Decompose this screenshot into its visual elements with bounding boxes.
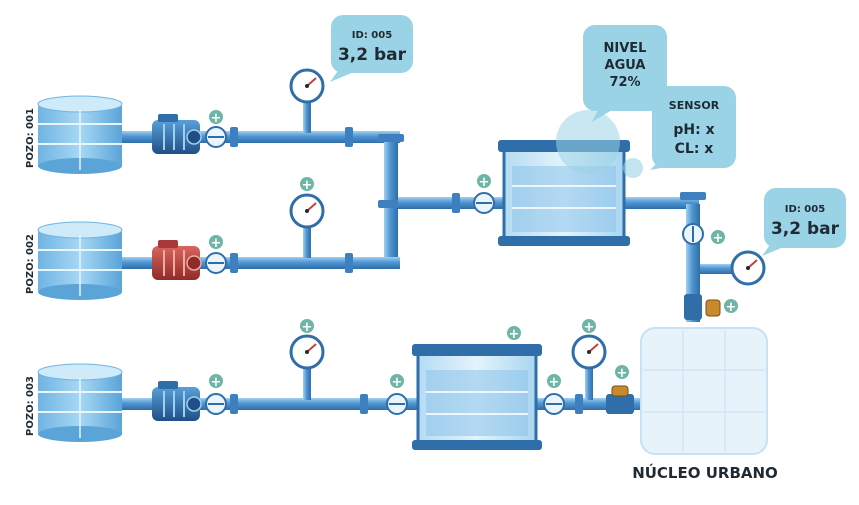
well-001[interactable] <box>37 95 123 174</box>
well-003[interactable] <box>37 363 123 442</box>
plus-icon: + <box>302 178 313 193</box>
pipe-gauge-branch <box>700 264 734 274</box>
pressure-gauge-tank2-out[interactable] <box>571 334 607 370</box>
level-line3: 72% <box>609 75 640 90</box>
plus-icon: + <box>479 175 490 190</box>
add-marker[interactable]: + <box>209 374 223 390</box>
pipe-riser <box>384 136 398 258</box>
valve-row3[interactable] <box>205 393 227 415</box>
pressure-bubble-top[interactable]: ID: 005 3,2 bar <box>330 15 413 82</box>
pump-well-001[interactable] <box>152 114 202 154</box>
pipe-joint <box>360 394 368 414</box>
level-line1: NIVEL <box>604 41 647 56</box>
valve-tank2-in[interactable] <box>386 393 408 415</box>
pressure-bubble-right[interactable]: ID: 005 3,2 bar <box>762 188 846 256</box>
flow-meter[interactable] <box>606 385 634 414</box>
gauge-stem <box>303 103 311 133</box>
plus-icon: + <box>211 236 222 251</box>
add-marker[interactable]: + <box>390 374 404 390</box>
pressure-gauge-right[interactable] <box>730 250 766 286</box>
pipe-joint <box>680 192 706 200</box>
plus-icon: + <box>509 327 520 342</box>
gauge-stem <box>585 368 593 400</box>
water-level-bubble[interactable]: NIVEL AGUA 72% <box>556 25 667 174</box>
add-marker[interactable]: + <box>724 299 738 315</box>
add-marker[interactable]: + <box>547 374 561 390</box>
plus-icon: + <box>302 320 313 335</box>
pipe-joint <box>452 193 460 213</box>
add-marker[interactable]: + <box>300 319 314 335</box>
pipe-joint <box>345 253 353 273</box>
pipe-joint <box>230 394 238 414</box>
plus-icon: + <box>617 366 628 381</box>
plus-icon: + <box>726 300 737 315</box>
pump-well-003[interactable] <box>152 381 202 421</box>
valve-row2[interactable] <box>205 252 227 274</box>
sensor-bubble[interactable]: SENSOR pH: x CL: x <box>623 86 736 178</box>
add-marker[interactable]: + <box>209 235 223 251</box>
add-marker[interactable]: + <box>711 230 725 246</box>
plus-icon: + <box>211 111 222 126</box>
well-label-002: POZO: 002 <box>25 234 36 294</box>
plus-icon: + <box>211 375 222 390</box>
well-label-001: POZO: 001 <box>25 108 36 168</box>
pressure-right-id: ID: 005 <box>785 204 825 215</box>
add-marker[interactable]: + <box>582 319 596 335</box>
pressure-top-value: 3,2 bar <box>338 45 407 65</box>
valve-row1[interactable] <box>205 126 227 148</box>
add-marker[interactable]: + <box>300 177 314 193</box>
gauge-stem <box>303 368 311 400</box>
sensor-cl: CL: x <box>675 141 714 157</box>
outlet-valve[interactable] <box>705 299 721 317</box>
add-marker[interactable]: + <box>477 174 491 190</box>
plus-icon: + <box>549 375 560 390</box>
pipe-joint <box>230 253 238 273</box>
level-line2: AGUA <box>605 58 646 73</box>
pipe-joint <box>230 127 238 147</box>
add-marker[interactable]: + <box>507 326 521 342</box>
pipe-outlet <box>684 294 702 320</box>
plus-icon: + <box>584 320 595 335</box>
pipe-tank1-out <box>624 197 699 209</box>
well-002[interactable] <box>37 221 123 300</box>
pipe-joint <box>575 394 583 414</box>
pressure-top-id: ID: 005 <box>352 30 392 41</box>
valve-right-down[interactable] <box>682 223 704 245</box>
pipe-joint <box>378 134 404 142</box>
pressure-gauge-row3[interactable] <box>289 334 325 370</box>
pipe-joint <box>345 127 353 147</box>
sensor-ph: pH: x <box>673 122 714 138</box>
well-label-003: POZO: 003 <box>25 376 36 436</box>
urban-nucleus-box[interactable] <box>640 327 768 455</box>
pressure-gauge-row1[interactable] <box>289 68 325 104</box>
pressure-gauge-row2[interactable] <box>289 193 325 229</box>
storage-tank-1[interactable] <box>498 140 630 246</box>
urban-nucleus-label: NÚCLEO URBANO <box>632 463 778 482</box>
pump-well-002[interactable] <box>152 240 202 280</box>
valve-tank2-out[interactable] <box>543 393 565 415</box>
valve-tank1-in[interactable] <box>473 192 495 214</box>
plus-icon: + <box>713 231 724 246</box>
sensor-title: SENSOR <box>669 99 720 112</box>
plus-icon: + <box>392 375 403 390</box>
storage-tank-2[interactable] <box>412 344 542 450</box>
add-marker[interactable]: + <box>209 110 223 126</box>
add-marker[interactable]: + <box>615 365 629 381</box>
pipe-joint <box>378 200 404 208</box>
pressure-right-value: 3,2 bar <box>771 219 840 239</box>
gauge-stem <box>303 228 311 258</box>
